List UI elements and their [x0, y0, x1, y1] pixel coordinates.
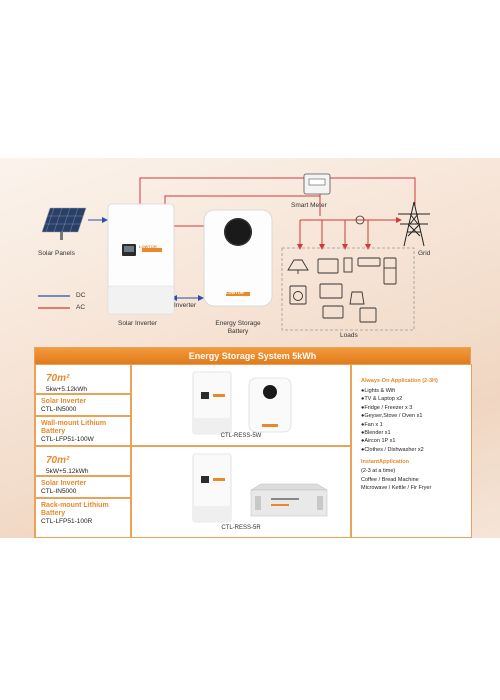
microwave-icon — [322, 305, 344, 319]
energy-storage-battery-icon — [203, 209, 273, 307]
row1-battery-model: CTL-LFP51-100W — [41, 436, 94, 443]
row1-inverter-image — [192, 371, 232, 435]
row2-area-cell: 70m² 5kW+5.12kWh — [35, 446, 131, 476]
lamp-icon — [287, 259, 309, 271]
always-on-item: ●Lights & Wifi — [361, 388, 395, 394]
inverter-brand-logo: LOWTOR — [139, 244, 157, 249]
always-on-item: ●Clothes / Dishwasher x2 — [361, 446, 424, 453]
solar-inverter-label: Solar Inverter — [118, 320, 158, 327]
tv-icon — [317, 258, 339, 274]
always-on-item: ●TV & Laptop x2 — [361, 396, 403, 403]
ac-loop-top — [139, 177, 416, 210]
battery-brand-logo: LOWTOR — [226, 290, 244, 295]
legend-dc-label: DC — [76, 292, 86, 299]
inverter-label: Inverter — [174, 302, 197, 309]
table-title: Energy Storage System 5kWh — [35, 348, 470, 364]
energy-storage-battery-label: Energy Storage Battery — [215, 320, 261, 335]
heater-icon — [359, 307, 377, 323]
oven-icon — [319, 283, 343, 299]
row2-inverter-image — [192, 453, 232, 523]
row2-inverter-cell: Solar Inverter CTL-IN5000 — [35, 476, 131, 498]
always-on-item: ●Fan x 1 — [361, 421, 383, 428]
washing-machine-icon — [289, 285, 307, 305]
system-diagram — [38, 173, 430, 331]
row1-product-cell — [131, 364, 351, 446]
product-panel: Solar Panels Solar Inverter Inverter Ene… — [0, 158, 500, 538]
system-spec-table: Energy Storage System 5kWh 70m² 5kw+5.12… — [34, 347, 472, 538]
row1-battery-cell: Wall-mount Lithium Battery CTL-LFP51-100… — [35, 416, 131, 446]
load-appliance-icons — [287, 257, 397, 323]
grid-label: Grid — [418, 250, 431, 257]
row1-area-cell: 70m² 5kw+5.12kWh — [35, 364, 131, 394]
bottom-margin — [0, 538, 500, 700]
row2-battery-model: CTL-LFP51-100R — [41, 518, 93, 525]
legend-ac-label: AC — [76, 304, 86, 311]
row2-area-value: 70m² — [46, 455, 70, 466]
kettle-icon — [349, 291, 365, 305]
row1-area-value: 70m² — [46, 373, 70, 384]
aircon-icon — [357, 257, 381, 267]
solar-panel-icon — [41, 207, 87, 240]
applications-cell — [351, 364, 472, 538]
row2-battery-cell: Rack-mount Lithium Battery CTL-LFP51-100… — [35, 498, 131, 538]
row2-battery-title: Rack-mount Lithium Battery — [41, 502, 109, 517]
row2-inverter-title: Solar Inverter — [41, 480, 87, 487]
solar-inverter-icon — [107, 203, 175, 315]
ac-wiring — [139, 177, 416, 250]
grid-tower-icon — [398, 201, 430, 247]
always-on-item: ●Fridge / Freezer x 3 — [361, 404, 413, 411]
row2-capacity: 5kW+5.12kWh — [46, 468, 89, 475]
dc-wiring — [88, 219, 200, 299]
row1-inverter-title: Solar Inverter — [41, 398, 87, 405]
ac-arrows — [265, 217, 402, 254]
row1-inverter-cell: Solar Inverter CTL-IN5000 — [35, 394, 131, 416]
always-on-item: ●Aircon 1P x1 — [361, 438, 396, 445]
smart-meter-icon — [303, 173, 331, 195]
product-images — [192, 371, 328, 523]
instant-item: Coffee / Bread Machine — [361, 476, 419, 483]
instant-item: (2-3 at a time) — [361, 468, 396, 475]
fridge-icon — [383, 257, 397, 285]
row1-system-model: CTL-RESS-5W — [220, 433, 262, 439]
breaker-symbol — [355, 215, 365, 225]
applications-list: Always-On Application (2-3H) ●Lights & W… — [361, 378, 469, 492]
always-on-title: Always-On Application (2-3H) — [361, 378, 438, 384]
blender-icon — [343, 257, 353, 273]
row1-inverter-model: CTL-IN5000 — [41, 406, 77, 413]
row2-inverter-model: CTL-IN5000 — [41, 488, 77, 495]
row2-system-model: CTL-RESS-5R — [221, 525, 261, 531]
instant-item: Microwave / Kettle / Fir Fryer — [361, 485, 432, 492]
smart-meter-label: Smart Meter — [291, 202, 327, 209]
row1-battery-title: Wall-mount Lithium Battery — [41, 420, 107, 435]
always-on-item: ●Blender x1 — [361, 430, 391, 437]
row2-rack-battery-image — [250, 483, 328, 517]
top-margin — [0, 0, 500, 158]
loads-box — [281, 247, 415, 331]
row1-wall-battery-image — [248, 377, 292, 433]
always-on-item: ●Geyser,Stove / Oven x1 — [361, 413, 423, 420]
instant-application-title: InstantApplication — [361, 459, 409, 466]
row1-capacity: 5kw+5.12kWh — [46, 386, 88, 393]
solar-panels-label: Solar Panels — [38, 250, 75, 257]
loads-label: Loads — [340, 332, 358, 339]
